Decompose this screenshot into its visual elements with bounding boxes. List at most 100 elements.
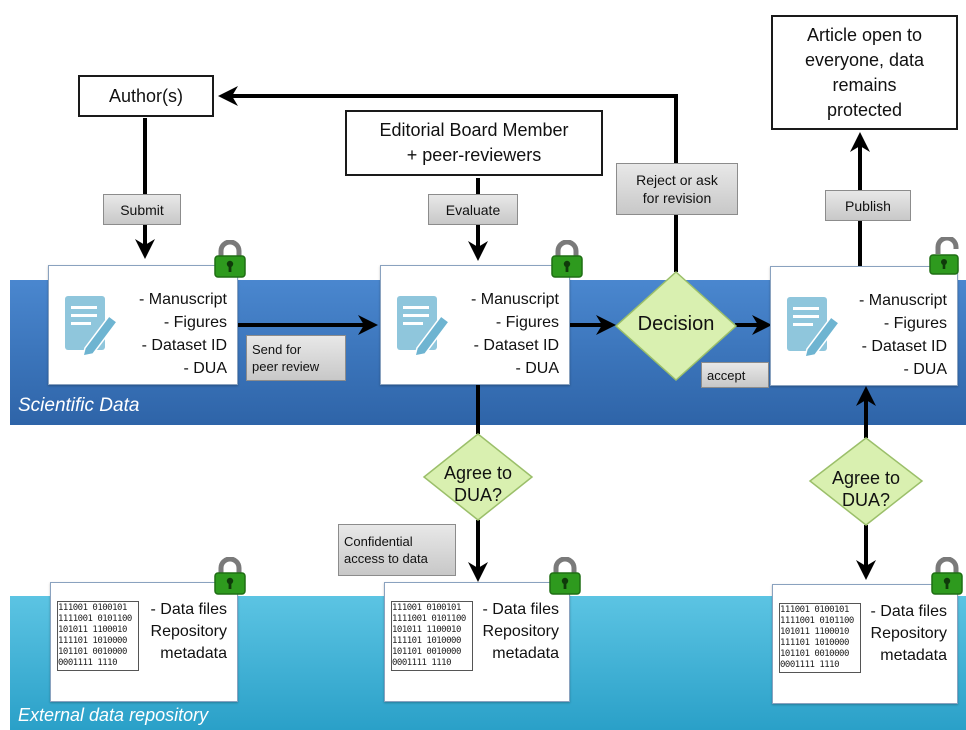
confidential-line-1: Confidential	[344, 534, 413, 549]
item-data-files: - Data files	[482, 601, 559, 618]
reject-line-1: Reject or ask	[636, 172, 718, 188]
document-pen-icon	[787, 297, 841, 358]
item-repository: Repository	[482, 623, 559, 640]
binary-row: 101011 1100010	[780, 627, 849, 637]
binary-row: 1111001 0101100	[780, 616, 854, 626]
item-dataset-id: - Dataset ID	[141, 337, 227, 354]
agree-label-review: Agree to DUA?	[424, 462, 532, 506]
item-metadata: metadata	[880, 647, 947, 664]
lock-open-icon	[929, 237, 959, 275]
decision-diamond	[614, 270, 738, 382]
reject-tag: Reject or ask for revision	[616, 163, 738, 215]
item-metadata: metadata	[160, 645, 227, 662]
repository-items: - Data files Repository metadata	[871, 601, 947, 667]
agree-diamond-publish	[808, 437, 924, 526]
published-items: - Manuscript - Figures - Dataset ID - DU…	[859, 289, 947, 381]
external-repository-label: External data repository	[18, 705, 209, 725]
item-manuscript: - Manuscript	[858, 292, 947, 309]
review-items: - Manuscript - Figures - Dataset ID - DU…	[471, 288, 559, 380]
open-line-1: Article open to	[806, 24, 923, 45]
lock-closed-icon	[931, 557, 963, 595]
agree-publish-line-2: DUA?	[841, 490, 890, 510]
binary-row: 101101 0010000	[780, 649, 849, 659]
binary-row: 0001111 1110	[780, 660, 840, 670]
repository-card-middle: 111001 0100101 1111001 0101100 101011 11…	[384, 582, 570, 702]
binary-row: 101011 1100010	[58, 625, 127, 635]
submit-tag: Submit	[103, 194, 181, 225]
item-dua: - DUA	[903, 361, 947, 378]
agree-publish-line-1: Agree to	[831, 468, 901, 488]
lock-closed-icon	[214, 557, 246, 595]
open-article-box: Article open to everyone, data remains p…	[771, 15, 958, 130]
agree-review-line-1: Agree to	[443, 463, 513, 483]
open-line-3: remains	[832, 74, 897, 95]
binary-row: 111001 0100101	[392, 603, 461, 613]
evaluate-tag: Evaluate	[428, 194, 518, 225]
binary-row: 101101 0010000	[58, 647, 127, 657]
binary-data-icon: 111001 0100101 1111001 0101100 101011 11…	[779, 603, 861, 673]
item-manuscript: - Manuscript	[138, 291, 227, 308]
editorial-board-box: Editorial Board Member + peer-reviewers	[345, 110, 603, 176]
binary-row: 1111001 0101100	[58, 614, 132, 624]
item-dua: - DUA	[183, 360, 227, 377]
lock-closed-icon	[549, 557, 581, 595]
lock-closed-icon	[214, 240, 246, 278]
agree-label-publish: Agree to DUA?	[810, 467, 922, 511]
item-metadata: metadata	[492, 645, 559, 662]
publish-label: Publish	[845, 197, 891, 214]
item-figures: - Figures	[883, 315, 947, 332]
repository-items: - Data files Repository metadata	[483, 599, 559, 665]
binary-row: 1111001 0101100	[392, 614, 466, 624]
item-repository: Repository	[870, 625, 947, 642]
binary-row: 101101 0010000	[392, 647, 461, 657]
item-repository: Repository	[150, 623, 227, 640]
binary-row: 111101 1010000	[780, 638, 849, 648]
accept-tag: accept	[701, 362, 769, 388]
lock-closed-icon	[551, 240, 583, 278]
review-card: - Manuscript - Figures - Dataset ID - DU…	[380, 265, 570, 385]
published-card: - Manuscript - Figures - Dataset ID - DU…	[770, 266, 958, 386]
scientific-data-label: Scientific Data	[18, 395, 140, 416]
binary-row: 111101 1010000	[58, 636, 127, 646]
binary-row: 0001111 1110	[58, 658, 118, 668]
evaluate-label: Evaluate	[445, 201, 501, 218]
editorial-line-1: Editorial Board Member	[379, 120, 569, 140]
repository-card-right: 111001 0100101 1111001 0101100 101011 11…	[772, 584, 958, 704]
item-data-files: - Data files	[870, 603, 947, 620]
submit-label: Submit	[120, 201, 164, 218]
document-pen-icon	[397, 296, 451, 357]
send-line-1: Send for	[252, 342, 302, 357]
item-figures: - Figures	[495, 314, 559, 331]
submission-items: - Manuscript - Figures - Dataset ID - DU…	[139, 288, 227, 380]
item-dua: - DUA	[515, 360, 559, 377]
binary-row: 101011 1100010	[392, 625, 461, 635]
item-dataset-id: - Dataset ID	[861, 338, 947, 355]
send-for-review-tag: Send for peer review	[246, 335, 346, 381]
authors-box: Author(s)	[78, 75, 214, 117]
repository-card-left: 111001 0100101 1111001 0101100 101011 11…	[50, 582, 238, 702]
submission-card: - Manuscript - Figures - Dataset ID - DU…	[48, 265, 238, 385]
binary-data-icon: 111001 0100101 1111001 0101100 101011 11…	[57, 601, 139, 671]
binary-row: 0001111 1110	[392, 658, 452, 668]
accept-label: accept	[707, 367, 746, 383]
agree-diamond-review	[422, 433, 534, 521]
binary-row: 111101 1010000	[392, 636, 461, 646]
decision-label: Decision	[637, 313, 715, 335]
open-line-2: everyone, data	[804, 49, 925, 70]
document-pen-icon	[65, 296, 119, 357]
item-manuscript: - Manuscript	[470, 291, 559, 308]
item-figures: - Figures	[163, 314, 227, 331]
confidential-access-tag: Confidential access to data	[338, 524, 456, 576]
send-line-2: peer review	[252, 359, 320, 374]
confidential-line-2: access to data	[344, 551, 428, 566]
open-line-4: protected	[826, 99, 903, 120]
reject-line-2: for revision	[642, 190, 712, 206]
publish-tag: Publish	[825, 190, 911, 221]
repository-items: - Data files Repository metadata	[151, 599, 227, 665]
item-data-files: - Data files	[150, 601, 227, 618]
binary-row: 111001 0100101	[780, 605, 849, 615]
item-dataset-id: - Dataset ID	[473, 337, 559, 354]
agree-review-line-2: DUA?	[453, 485, 502, 505]
